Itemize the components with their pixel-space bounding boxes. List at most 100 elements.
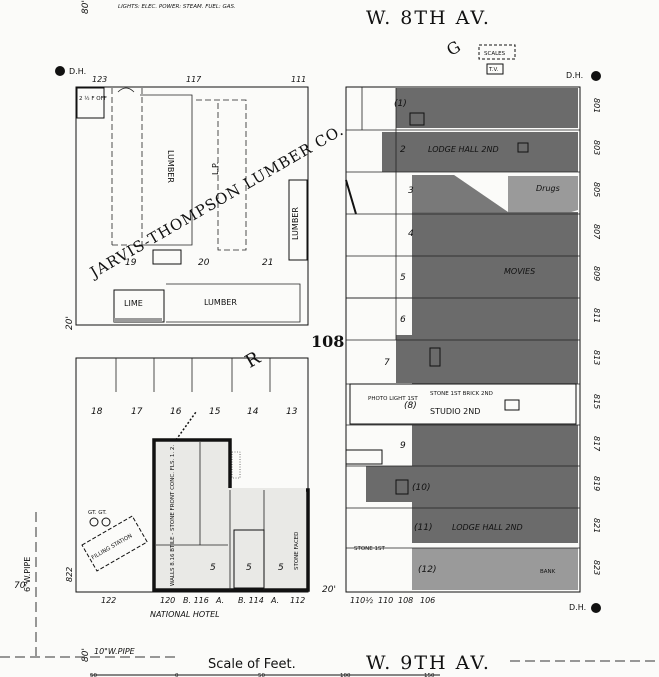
lot-11: (11): [414, 523, 432, 533]
addr-809: 809: [592, 266, 601, 281]
addr-123: 123: [92, 75, 107, 84]
r-letter: R: [242, 347, 265, 372]
lot-3: 3: [408, 186, 414, 196]
lot-10: (10): [412, 483, 430, 493]
scales-sub: T.V.: [488, 67, 499, 73]
pipe-horizontal-label: 10"W.PIPE: [94, 647, 136, 656]
addr-819: 819: [592, 476, 601, 491]
lot-14: 14: [247, 407, 259, 417]
hotel-s-3: 5: [278, 563, 284, 573]
addr-b114: B. 114: [238, 596, 264, 605]
lot-6: 6: [400, 315, 406, 325]
label-stone: STONE 1ST: [354, 546, 386, 552]
label-lodge-hall-2: LODGE HALL 2ND: [452, 523, 523, 532]
dh-label-nw: D.H.: [69, 67, 86, 76]
lot-17: 17: [131, 407, 143, 417]
dh-label-ne: D.H.: [566, 71, 583, 80]
addr-807: 807: [592, 224, 601, 240]
filling-station-label: FILLING STATION: [91, 533, 134, 561]
lot-5: 5: [400, 273, 406, 283]
lot-12: (12): [418, 565, 436, 575]
label-lime: LIME: [124, 299, 143, 308]
addr-108: 108: [398, 596, 413, 605]
lot-21: 21: [262, 258, 273, 268]
dh-marker-se: [591, 603, 601, 613]
lot-2: 2: [400, 145, 406, 155]
lot-4: 4: [408, 229, 414, 239]
addr-803: 803: [592, 140, 601, 155]
office-label: 2 ½ F OFF: [79, 95, 107, 102]
addr-110-half: 110½: [350, 596, 373, 605]
label-lumber-1: LUMBER: [166, 150, 175, 183]
utility-legend: LIGHTS: ELEC. POWER: STEAM. FUEL: GAS.: [118, 4, 236, 10]
lot-19: 19: [125, 258, 137, 268]
addr-117: 117: [186, 75, 202, 84]
east-block: (1) 2 3 4 5 6 7 (8) 9 (10) (11) (12) LOD…: [322, 86, 601, 605]
addr-a-1: A.: [215, 596, 224, 605]
lot-20: 20: [198, 258, 210, 268]
lot-8: (8): [404, 401, 417, 411]
addr-110: 110: [378, 596, 393, 605]
lot-1: (1): [394, 99, 407, 109]
hotel-note: WALLS 8.16 BTILE - STONE FRONT CONC. FLS…: [170, 445, 176, 586]
scale-tick-2: 0: [175, 673, 179, 677]
street-south-label: W. 9TH AV.: [366, 652, 491, 674]
dh-marker-ne: [591, 71, 601, 81]
scales-label: SCALES: [484, 51, 506, 57]
scale-label: Scale of Feet.: [208, 657, 296, 672]
lot-9: 9: [400, 441, 406, 451]
addr-120: 120: [160, 596, 175, 605]
addr-813: 813: [592, 350, 601, 365]
hotel-block: 18 17 16 15 14 13 WALLS 8.16 BTILE - STO…: [14, 357, 310, 619]
addr-112: 112: [290, 596, 305, 605]
street-north-label: W. 8TH AV.: [366, 7, 491, 29]
dim-80-bottom: 80': [81, 648, 91, 662]
pipe-vertical-label: 6"W.PIPE: [23, 557, 32, 592]
label-bank: BANK: [540, 569, 556, 575]
dim-70: 70': [14, 581, 28, 591]
dim-20-left: 20': [65, 316, 75, 330]
lot-16: 16: [170, 407, 182, 417]
addr-b116: B. 116: [183, 596, 209, 605]
scales-box: [478, 44, 516, 60]
label-lumber-3: LUMBER: [204, 298, 237, 307]
addr-821: 821: [592, 518, 601, 533]
scale-tick-5: 150: [424, 673, 435, 677]
addr-817: 817: [592, 436, 601, 452]
hotel-s-2: 5: [246, 563, 252, 573]
dim-20-east: 20': [322, 585, 336, 595]
scale-tick-4: 100: [340, 673, 351, 677]
lot-18: 18: [91, 407, 103, 417]
addr-106: 106: [420, 596, 435, 605]
lumber-yard-block: 123 117 111 2 ½ F OFF LUMBER L.P. LUMBER…: [75, 75, 347, 326]
hotel-s-1: 5: [210, 563, 216, 573]
addr-805: 805: [592, 182, 601, 197]
block-number: 108: [311, 332, 344, 351]
label-lodge-hall-1: LODGE HALL 2ND: [428, 145, 499, 154]
dh-label-se: D.H.: [569, 603, 586, 612]
label-lp: L.P.: [211, 162, 220, 175]
addr-811: 811: [592, 308, 601, 323]
addr-815: 815: [592, 394, 601, 409]
g-letter: G: [443, 37, 464, 60]
dim-80-top: 80': [81, 0, 91, 14]
addr-a-2: A.: [270, 596, 279, 605]
hotel-name: NATIONAL HOTEL: [150, 610, 220, 619]
lot-15: 15: [209, 407, 221, 417]
lot-7: 7: [384, 358, 390, 368]
label-lumber-2: LUMBER: [291, 207, 300, 240]
gas-tanks-label: GT. GT.: [88, 510, 107, 516]
label-movies: MOVIES: [504, 267, 535, 276]
addr-122: 122: [101, 596, 116, 605]
addr-111: 111: [291, 75, 306, 84]
label-stone-brick: STONE 1ST BRICK 2ND: [430, 391, 493, 397]
stone-faced-note: STONE FACED: [294, 532, 300, 570]
addr-822: 822: [65, 567, 74, 582]
lot-13: 13: [286, 407, 298, 417]
addr-801: 801: [592, 98, 601, 113]
addr-823: 823: [592, 560, 601, 575]
scale-tick-1: 50: [90, 673, 97, 677]
scale-tick-3: 50: [258, 673, 265, 677]
label-photo-light: PHOTO LIGHT 1ST: [368, 396, 418, 402]
